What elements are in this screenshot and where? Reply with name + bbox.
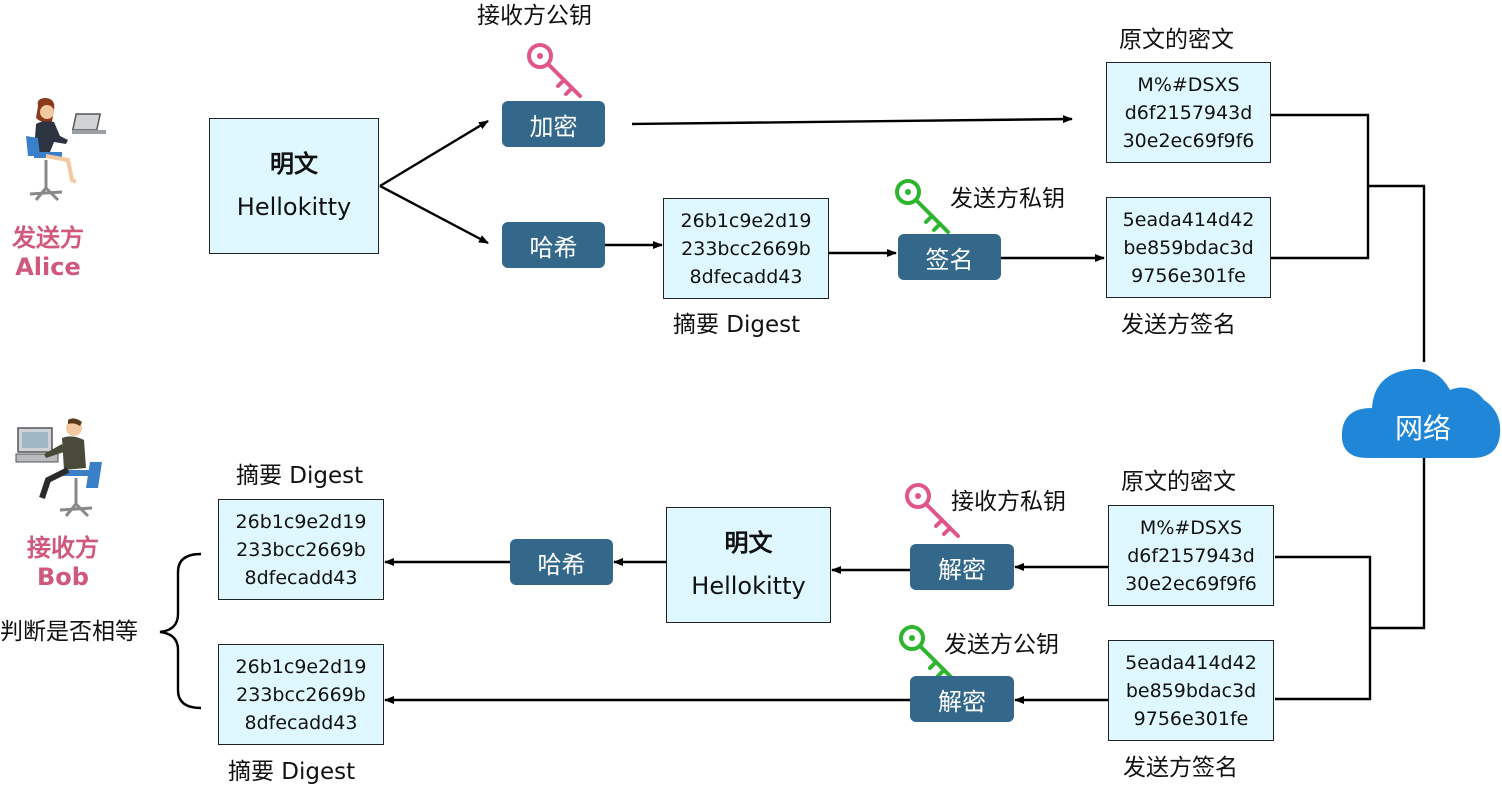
rx-digest-top-line-2: 233bcc2669b bbox=[236, 538, 366, 561]
sender-role-line2: Alice bbox=[15, 253, 81, 281]
receiver-digest-box-top: 26b1c9e2d19 233bcc2669b 8dfecadd43 bbox=[218, 499, 384, 600]
receiver-digest-caption-top: 摘要 Digest bbox=[236, 463, 364, 489]
receiver-plaintext-title: 明文 bbox=[724, 529, 773, 558]
sender-private-key-label: 发送方私钥 bbox=[950, 186, 1065, 212]
digest-line-2: 233bcc2669b bbox=[681, 237, 811, 260]
sender-person-icon bbox=[26, 98, 106, 202]
sender-plaintext-title: 明文 bbox=[270, 150, 318, 179]
ciphertext-line-3: 30e2ec69f9f6 bbox=[1122, 129, 1255, 152]
network-label: 网络 bbox=[1395, 412, 1452, 445]
digest-line-3: 8dfecadd43 bbox=[689, 265, 803, 288]
hash-op: 哈希 bbox=[502, 222, 605, 268]
receiver-digest-box-bottom: 26b1c9e2d19 233bcc2669b 8dfecadd43 bbox=[218, 644, 384, 745]
sender-ciphertext-box: M%#DSXS d6f2157943d 30e2ec69f9f6 bbox=[1106, 62, 1271, 163]
receiver-digest-caption-bottom: 摘要 Digest bbox=[228, 759, 356, 785]
signature-line-2: be859bdac3d bbox=[1123, 236, 1254, 259]
receiver-person-icon bbox=[15, 418, 102, 518]
sender-digest-caption: 摘要 Digest bbox=[673, 312, 801, 338]
public-key-icon bbox=[905, 483, 960, 538]
wire-ciphertext-out bbox=[1271, 113, 1370, 260]
rx-signature-line-3: 9756e301fe bbox=[1133, 707, 1249, 730]
rx-digest-bottom-line-3: 8dfecadd43 bbox=[244, 711, 358, 734]
sender-digest-box: 26b1c9e2d19 233bcc2669b 8dfecadd43 bbox=[663, 198, 829, 299]
rx-digest-top-line-1: 26b1c9e2d19 bbox=[235, 510, 367, 533]
rx-signature-line-1: 5eada414d42 bbox=[1125, 651, 1257, 674]
receiver-plaintext-box: 明文 Hellokitty bbox=[666, 507, 831, 623]
private-key-icon bbox=[895, 179, 950, 234]
decrypt-signature-op: 解密 bbox=[910, 676, 1014, 722]
encrypt-op: 加密 bbox=[502, 101, 605, 147]
rx-ciphertext-line-3: 30e2ec69f9f6 bbox=[1125, 572, 1257, 595]
public-key-icon bbox=[527, 43, 582, 98]
receiver-signature-box: 5eada414d42 be859bdac3d 9756e301fe bbox=[1108, 640, 1274, 741]
receiver-plaintext-value: Hellokitty bbox=[691, 572, 806, 600]
sender-role: 发送方 Alice bbox=[3, 224, 93, 282]
receiver-role: 接收方 Bob bbox=[18, 534, 108, 592]
arrow-encrypt-to-ciphertext bbox=[631, 115, 1073, 126]
rx-digest-top-line-3: 8dfecadd43 bbox=[244, 566, 358, 589]
ciphertext-line-2: d6f2157943d bbox=[1124, 101, 1253, 124]
cloud-icon bbox=[1341, 368, 1501, 458]
rx-digest-bottom-line-2: 233bcc2669b bbox=[236, 683, 366, 706]
arrow-plaintext-to-hash bbox=[379, 184, 489, 245]
sign-op: 签名 bbox=[898, 234, 1001, 280]
private-key-icon bbox=[899, 625, 954, 680]
sender-signature-box: 5eada414d42 be859bdac3d 9756e301fe bbox=[1106, 197, 1271, 298]
rx-ciphertext-line-2: d6f2157943d bbox=[1127, 544, 1255, 567]
wire-network-to-receiver bbox=[1370, 458, 1426, 630]
sender-plaintext-box: 明文 Hellokitty bbox=[209, 118, 379, 254]
sender-signature-caption: 发送方签名 bbox=[1121, 312, 1236, 338]
sender-ciphertext-caption: 原文的密文 bbox=[1119, 27, 1234, 53]
sender-public-key-label: 发送方公钥 bbox=[944, 632, 1059, 658]
rx-signature-line-2: be859bdac3d bbox=[1125, 679, 1257, 702]
signature-line-1: 5eada414d42 bbox=[1122, 208, 1255, 231]
ciphertext-line-1: M%#DSXS bbox=[1137, 73, 1240, 96]
wire-receiver-bus bbox=[1275, 555, 1372, 701]
receiver-ciphertext-caption: 原文的密文 bbox=[1121, 469, 1236, 495]
receiver-hash-op: 哈希 bbox=[510, 539, 613, 585]
receiver-role-line1: 接收方 bbox=[27, 534, 99, 562]
digest-line-1: 26b1c9e2d19 bbox=[680, 209, 812, 232]
receiver-role-line2: Bob bbox=[37, 563, 89, 591]
receiver-signature-caption: 发送方签名 bbox=[1123, 755, 1238, 781]
sender-role-line1: 发送方 bbox=[12, 224, 84, 252]
rx-ciphertext-line-1: M%#DSXS bbox=[1139, 516, 1243, 539]
compare-brace bbox=[159, 552, 202, 710]
receiver-private-key-label: 接收方私钥 bbox=[951, 489, 1066, 515]
arrow-plaintext-to-encrypt bbox=[379, 119, 489, 188]
wire-sender-to-network bbox=[1368, 184, 1426, 362]
signature-line-3: 9756e301fe bbox=[1131, 264, 1246, 287]
receiver-ciphertext-box: M%#DSXS d6f2157943d 30e2ec69f9f6 bbox=[1108, 505, 1274, 606]
rx-digest-bottom-line-1: 26b1c9e2d19 bbox=[235, 655, 367, 678]
sender-plaintext-value: Hellokitty bbox=[236, 193, 352, 221]
receiver-public-key-label: 接收方公钥 bbox=[477, 3, 592, 29]
compare-label: 判断是否相等 bbox=[0, 619, 138, 645]
decrypt-ciphertext-op: 解密 bbox=[910, 544, 1014, 590]
